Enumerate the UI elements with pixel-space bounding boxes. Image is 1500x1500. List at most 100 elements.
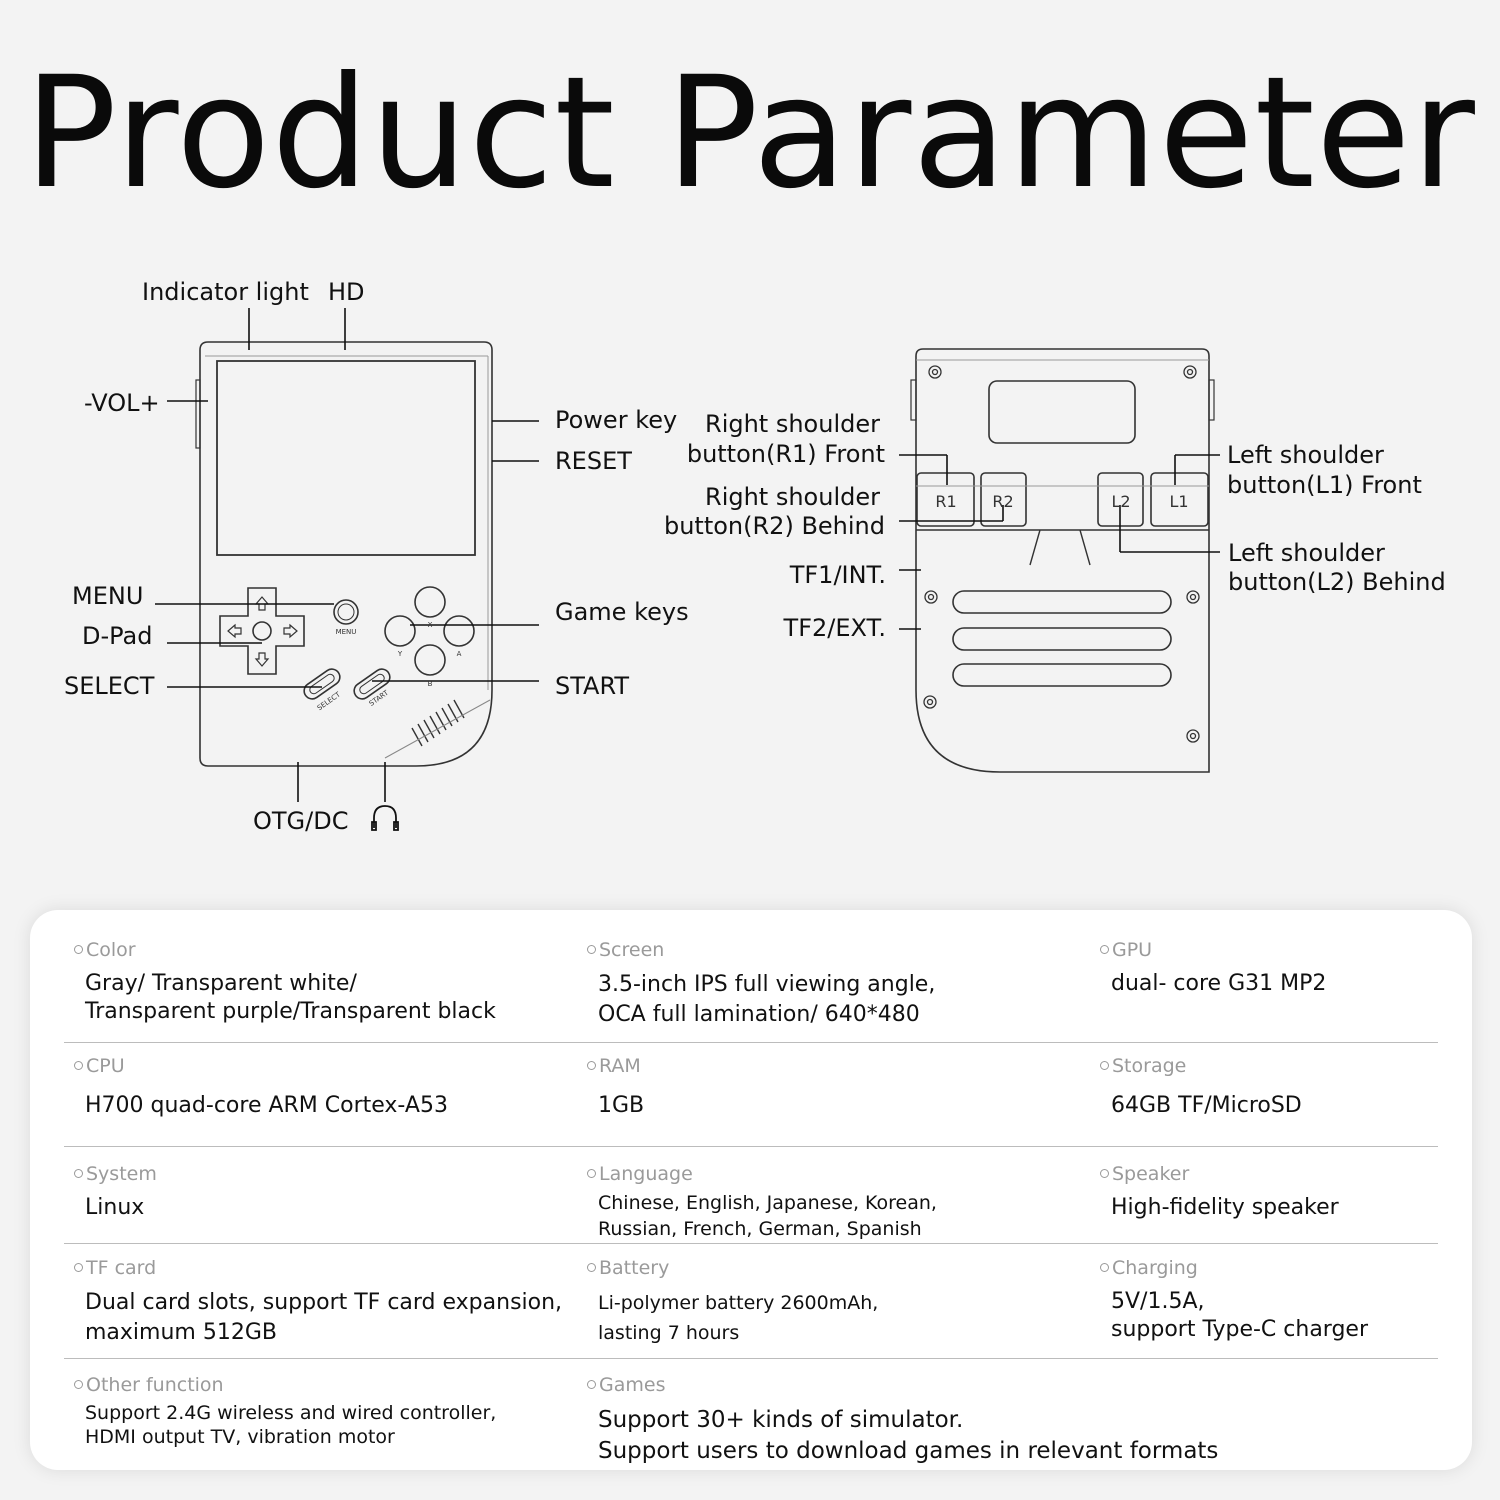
device-select-text: SELECT	[316, 690, 343, 712]
spec-value: Support 30+ kinds of simulator. Support …	[598, 1407, 1219, 1464]
device-r2-text: R2	[992, 492, 1013, 511]
label-start: START	[555, 672, 630, 700]
spec-value: H700 quad-core ARM Cortex-A53	[85, 1093, 448, 1118]
row-divider	[64, 1146, 1438, 1147]
device-l2-text: L2	[1111, 492, 1130, 511]
spec-panel: Color Gray/ Transparent white/ Transpare…	[30, 910, 1472, 1470]
label-tf1: TF1/INT.	[789, 561, 886, 589]
spec-cpu: CPU H700 quad-core ARM Cortex-A53	[74, 1054, 448, 1120]
back-vent-2	[952, 627, 1172, 651]
label-r2-behind-line1: Right shoulder	[705, 483, 880, 511]
device-r1-text: R1	[935, 492, 956, 511]
device-y-text: Y	[397, 650, 403, 658]
label-r1-front-line1: Right shoulder	[705, 410, 880, 438]
label-tf2: TF2/EXT.	[783, 614, 886, 642]
spec-language: Language Chinese, English, Japanese, Kor…	[587, 1162, 937, 1242]
label-reset: RESET	[555, 447, 632, 475]
spec-value: High-fidelity speaker	[1111, 1195, 1339, 1220]
label-l2-behind-line2: button(L2) Behind	[1228, 568, 1446, 596]
spec-key: Battery	[587, 1256, 878, 1280]
label-otg-dc: OTG/DC	[253, 807, 349, 835]
speaker-grille	[411, 699, 465, 747]
device-b-text: B	[428, 680, 433, 688]
spec-key: Color	[74, 938, 496, 962]
spec-value: Li-polymer battery 2600mAh, lasting 7 ho…	[598, 1292, 879, 1344]
device-diagram: MENU X Y A B SELECT START R1 R2 L2 L1	[155, 308, 1220, 831]
spec-value: Dual card slots, support TF card expansi…	[85, 1290, 563, 1345]
label-select: SELECT	[64, 672, 155, 700]
spec-key: CPU	[74, 1054, 448, 1078]
select-button	[303, 668, 341, 700]
spec-value: dual- core G31 MP2	[1111, 971, 1327, 996]
r1-button	[916, 472, 975, 527]
spec-value: 1GB	[598, 1093, 645, 1118]
row-divider	[64, 1358, 1438, 1359]
spec-key: Charging	[1100, 1256, 1368, 1280]
b-button	[414, 644, 446, 676]
page-title: Product Parameter	[24, 44, 1476, 223]
spec-system: System Linux	[74, 1162, 157, 1222]
l1-button	[1150, 472, 1209, 527]
label-indicator-light: Indicator light	[142, 278, 309, 306]
spec-key: Games	[587, 1373, 1218, 1397]
label-l1-front-line1: Left shoulder	[1227, 441, 1384, 469]
spec-value: Support 2.4G wireless and wired controll…	[85, 1402, 497, 1448]
vol-rocker	[195, 379, 201, 449]
spec-value: 64GB TF/MicroSD	[1111, 1093, 1302, 1118]
headphone-icon	[371, 805, 399, 831]
y-button	[384, 615, 416, 647]
spec-key: Language	[587, 1162, 937, 1186]
label-game-keys: Game keys	[555, 598, 689, 626]
front-screen	[216, 360, 476, 556]
spec-charging: Charging 5V/1.5A, support Type-C charger	[1100, 1256, 1368, 1344]
spec-value: 5V/1.5A, support Type-C charger	[1111, 1289, 1369, 1342]
spec-key: Other function	[74, 1373, 496, 1397]
label-dpad: D-Pad	[82, 622, 153, 650]
row-divider	[64, 1243, 1438, 1244]
spec-value: Linux	[85, 1195, 145, 1220]
spec-color: Color Gray/ Transparent white/ Transpare…	[74, 938, 496, 1026]
label-power-key: Power key	[555, 406, 678, 434]
spec-other-function: Other function Support 2.4G wireless and…	[74, 1373, 496, 1449]
spec-key: GPU	[1100, 938, 1326, 962]
back-vent-1	[952, 590, 1172, 614]
spec-ram: RAM 1GB	[587, 1054, 644, 1120]
device-x-text: X	[428, 621, 433, 629]
spec-value: 3.5-inch IPS full viewing angle, OCA ful…	[598, 972, 936, 1027]
spec-key: System	[74, 1162, 157, 1186]
back-vent-3	[952, 663, 1172, 687]
spec-gpu: GPU dual- core G31 MP2	[1100, 938, 1326, 998]
spec-value: Gray/ Transparent white/ Transparent pur…	[85, 971, 496, 1024]
spec-screen: Screen 3.5-inch IPS full viewing angle, …	[587, 938, 935, 1030]
back-label-window	[988, 380, 1136, 444]
spec-speaker: Speaker High-fidelity speaker	[1100, 1162, 1339, 1222]
spec-battery: Battery Li-polymer battery 2600mAh, last…	[587, 1256, 878, 1348]
spec-tf-card: TF card Dual card slots, support TF card…	[74, 1256, 562, 1348]
x-button	[414, 586, 446, 618]
row-divider	[64, 1042, 1438, 1043]
device-start-text: START	[368, 688, 391, 707]
spec-key: Storage	[1100, 1054, 1302, 1078]
label-l1-front-line2: button(L1) Front	[1227, 471, 1422, 499]
label-menu: MENU	[72, 582, 144, 610]
spec-storage: Storage 64GB TF/MicroSD	[1100, 1054, 1302, 1120]
back-device-outline	[915, 348, 1210, 773]
spec-key: Speaker	[1100, 1162, 1339, 1186]
spec-value: Chinese, English, Japanese, Korean, Russ…	[598, 1192, 937, 1240]
dpad	[219, 587, 305, 675]
label-l2-behind-line1: Left shoulder	[1228, 539, 1385, 567]
a-button	[443, 615, 475, 647]
spec-games: Games Support 30+ kinds of simulator. Su…	[587, 1373, 1218, 1467]
start-button	[353, 668, 391, 700]
device-l1-text: L1	[1169, 492, 1188, 511]
label-r2-behind-line2: button(R2) Behind	[663, 512, 885, 540]
r2-button	[980, 472, 1027, 527]
spec-key: RAM	[587, 1054, 644, 1078]
menu-button	[333, 599, 359, 625]
spec-key: TF card	[74, 1256, 562, 1280]
spec-key: Screen	[587, 938, 935, 962]
label-vol: -VOL+	[84, 389, 160, 417]
label-hd: HD	[328, 278, 365, 306]
front-device-outline	[199, 341, 493, 767]
device-a-text: A	[457, 650, 462, 658]
